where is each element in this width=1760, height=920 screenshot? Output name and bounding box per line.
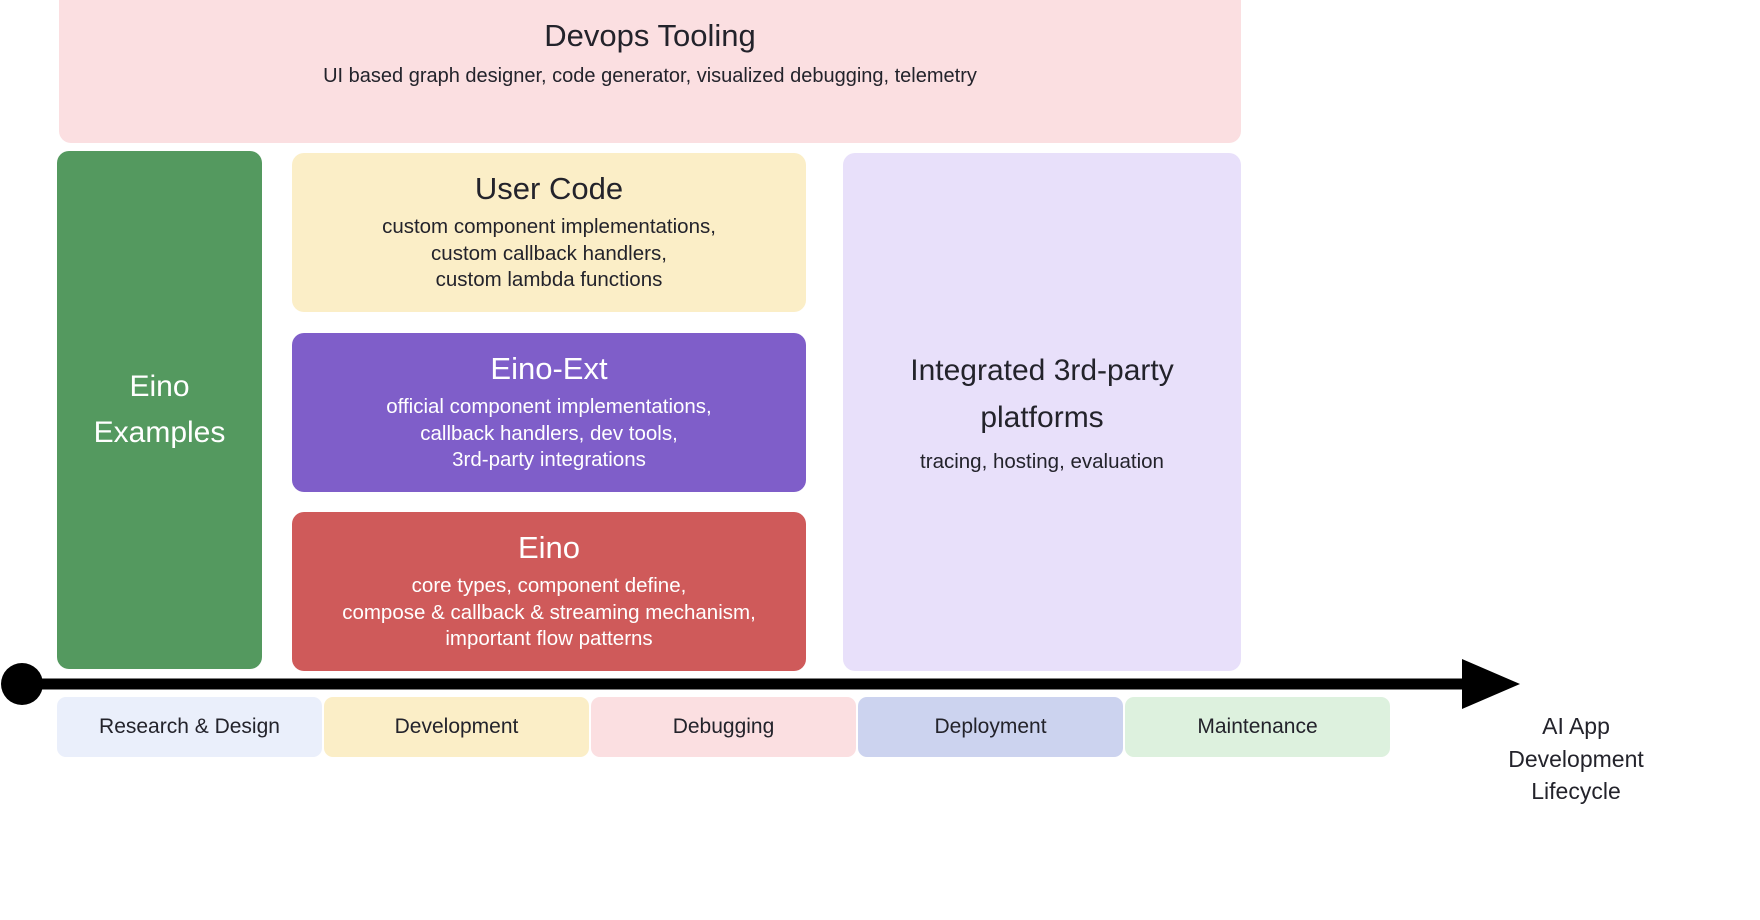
eino-ext-desc-line3: 3rd-party integrations <box>452 448 646 472</box>
devops-tooling-subtitle: UI based graph designer, code generator,… <box>323 64 977 87</box>
user-code-desc-line2: custom callback handlers, <box>431 241 667 265</box>
lifecycle-stage-research-design[interactable]: Research & Design <box>57 697 322 757</box>
eino-core-desc-line3: important flow patterns <box>445 627 653 651</box>
devops-tooling-title: Devops Tooling <box>544 18 756 53</box>
eino-core-desc-line2: compose & callback & streaming mechanism… <box>342 600 756 624</box>
lifecycle-caption-line1: AI App <box>1542 713 1610 739</box>
eino-core-desc-line1: core types, component define, <box>411 573 687 597</box>
user-code-description: custom component implementations, custom… <box>382 214 716 294</box>
user-code-title: User Code <box>474 171 624 207</box>
lifecycle-stage-development[interactable]: Development <box>324 697 589 757</box>
lifecycle-stage-maintenance[interactable]: Maintenance <box>1125 697 1390 757</box>
eino-core-title: Eino <box>517 530 581 566</box>
integrated-third-party-panel: Integrated 3rd-party platforms tracing, … <box>843 153 1241 671</box>
lifecycle-stage-debugging[interactable]: Debugging <box>591 697 856 757</box>
eino-ext-desc-line1: official component implementations, <box>386 394 712 418</box>
user-code-desc-line1: custom component implementations, <box>382 214 716 238</box>
user-code-desc-line3: custom lambda functions <box>435 268 663 292</box>
eino-ext-description: official component implementations, call… <box>386 394 712 474</box>
eino-ext-desc-line2: callback handlers, dev tools, <box>420 421 678 445</box>
eino-core-card: Eino core types, component define, compo… <box>292 512 806 671</box>
eino-ext-title: Eino-Ext <box>490 351 608 387</box>
third-party-title-line1: Integrated 3rd-party <box>910 354 1174 388</box>
eino-examples-title-line2: Examples <box>93 416 226 449</box>
devops-tooling-banner: Devops Tooling UI based graph designer, … <box>59 0 1241 143</box>
lifecycle-stage-label: Debugging <box>672 715 775 738</box>
eino-core-description: core types, component define, compose & … <box>342 573 756 653</box>
lifecycle-stage-label: Maintenance <box>1197 715 1318 738</box>
eino-ext-card: Eino-Ext official component implementati… <box>292 333 806 492</box>
user-code-card: User Code custom component implementatio… <box>292 153 806 312</box>
timeline-arrowhead-icon <box>1462 659 1520 709</box>
lifecycle-caption-line3: Lifecycle <box>1531 778 1621 805</box>
timeline-start-dot <box>1 663 43 705</box>
third-party-title-line2: platforms <box>980 400 1104 434</box>
eino-examples-title-line1: Eino <box>129 370 190 404</box>
lifecycle-stage-label: Deployment <box>934 715 1047 738</box>
lifecycle-stage-deployment[interactable]: Deployment <box>858 697 1123 757</box>
lifecycle-caption: AI App Development Lifecycle <box>1400 710 1752 808</box>
lifecycle-stage-label: Development <box>394 715 519 738</box>
eino-examples-card: Eino Examples <box>57 151 262 669</box>
lifecycle-stage-label: Research & Design <box>99 715 280 738</box>
lifecycle-stage-bar: Research & Design Development Debugging … <box>57 697 1390 757</box>
third-party-subtitle: tracing, hosting, evaluation <box>920 450 1164 474</box>
lifecycle-caption-line2: Development <box>1508 745 1644 772</box>
